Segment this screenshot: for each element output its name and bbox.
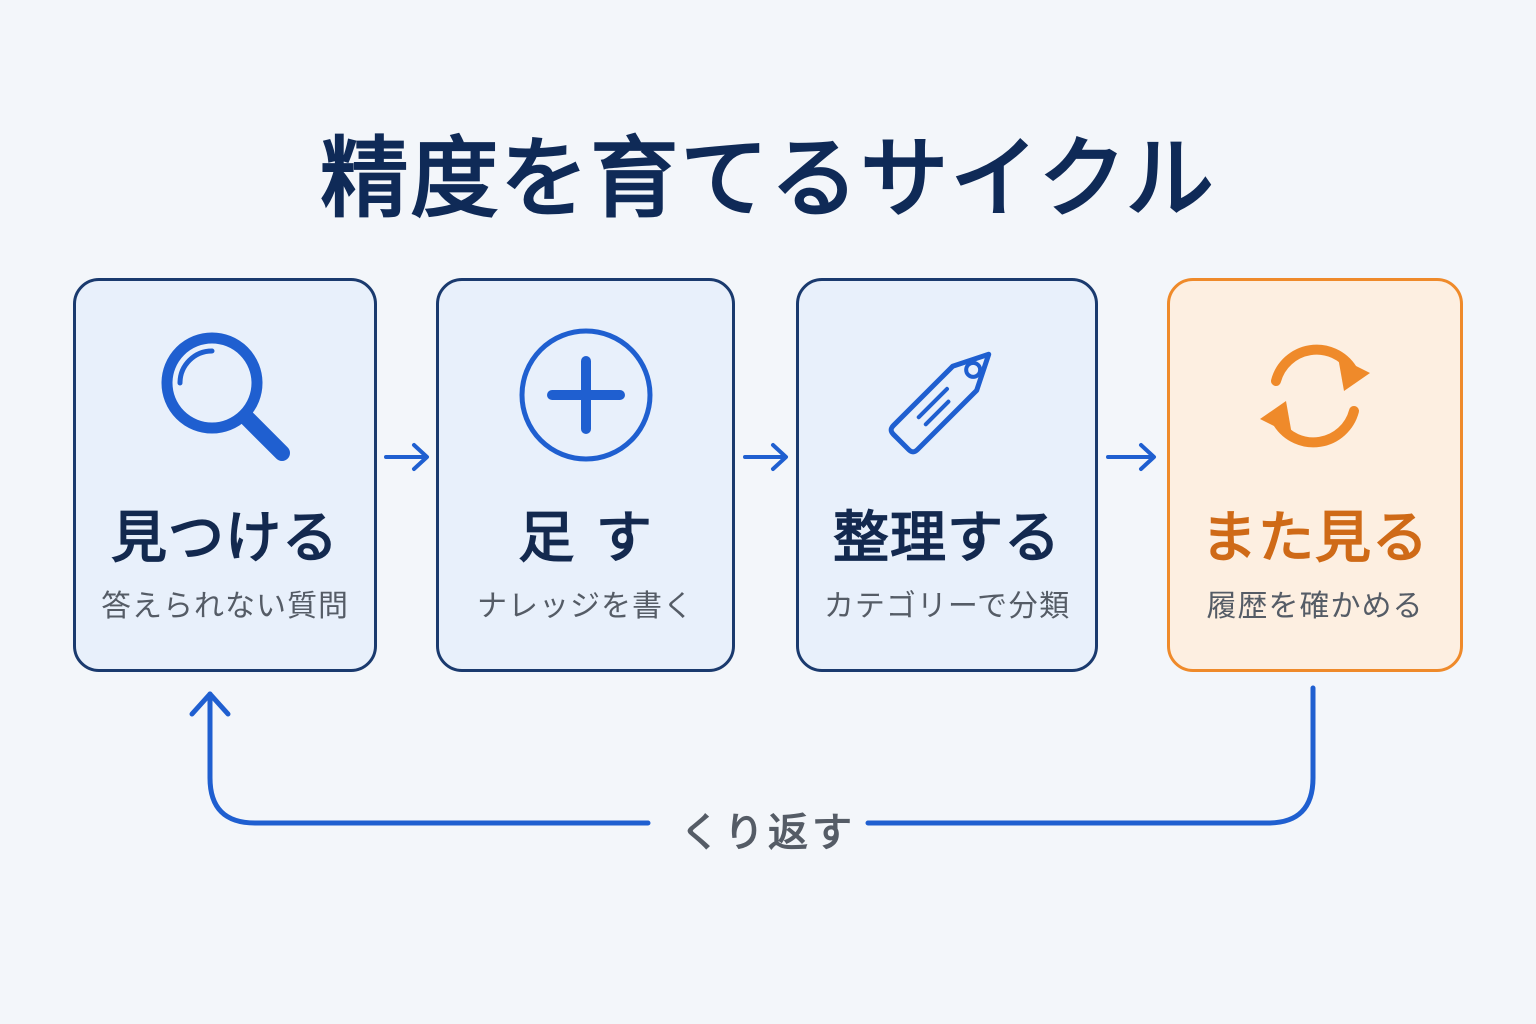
step-description: 履歴を確かめる bbox=[1206, 589, 1424, 624]
arrow-right-icon bbox=[1106, 443, 1156, 471]
step-label: 整理する bbox=[833, 506, 1061, 571]
page-title: 精度を育てるサイクル bbox=[320, 127, 1216, 230]
plus-circle-icon bbox=[439, 321, 732, 471]
refresh-cycle-icon bbox=[1170, 321, 1460, 471]
step-description: ナレッジを書く bbox=[477, 589, 694, 624]
loop-back-arrow bbox=[189, 685, 1316, 826]
step-description: 答えられない質問 bbox=[101, 589, 349, 624]
step-description: カテゴリーで分類 bbox=[823, 589, 1071, 624]
tag-icon bbox=[799, 321, 1095, 471]
magnifier-icon bbox=[76, 321, 374, 471]
step-label: 見つける bbox=[111, 506, 339, 571]
arrow-right-icon bbox=[384, 443, 429, 471]
step-card-review: また見る 履歴を確かめる bbox=[1167, 278, 1463, 672]
loop-label: くり返す bbox=[680, 810, 856, 856]
arrow-right-icon bbox=[743, 443, 788, 471]
step-label: また見る bbox=[1201, 506, 1429, 571]
step-card-find: 見つける 答えられない質問 bbox=[73, 278, 377, 672]
step-card-organize: 整理する カテゴリーで分類 bbox=[796, 278, 1098, 672]
step-card-add: 足 す ナレッジを書く bbox=[436, 278, 735, 672]
step-label: 足 す bbox=[518, 506, 653, 571]
